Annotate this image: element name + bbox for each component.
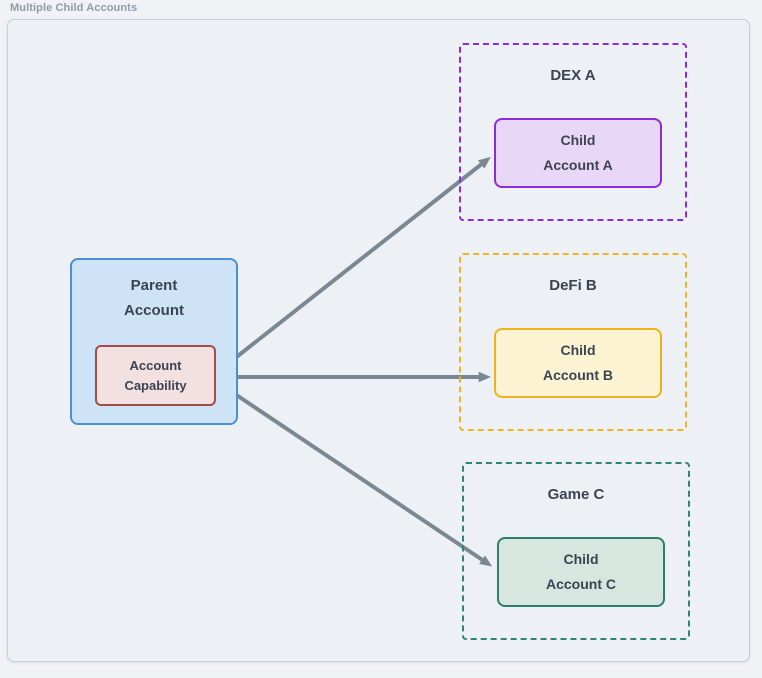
zone-game-c: Game C Child Account C	[462, 462, 690, 640]
parent-account-label: Parent Account	[124, 277, 184, 319]
diagram-title: Multiple Child Accounts	[10, 2, 138, 14]
child-account-c-node: Child Account C	[497, 537, 665, 607]
parent-account-node: Parent Account Account Capability	[70, 258, 238, 425]
account-capability-label: Account Capability	[124, 357, 187, 393]
child-account-c-label: Child Account C	[546, 551, 616, 592]
child-account-b-node: Child Account B	[494, 328, 662, 398]
child-account-b-label: Child Account B	[543, 342, 613, 383]
zone-defi-b-label: DeFi B	[549, 277, 597, 294]
zone-game-c-label: Game C	[547, 486, 605, 503]
zone-dex-a-label: DEX A	[550, 67, 596, 84]
zone-defi-b: DeFi B Child Account B	[459, 253, 687, 431]
zone-dex-a: DEX A Child Account A	[459, 43, 687, 221]
child-account-a-node: Child Account A	[494, 118, 662, 188]
account-capability-node: Account Capability	[95, 345, 216, 406]
child-account-a-label: Child Account A	[543, 132, 613, 173]
